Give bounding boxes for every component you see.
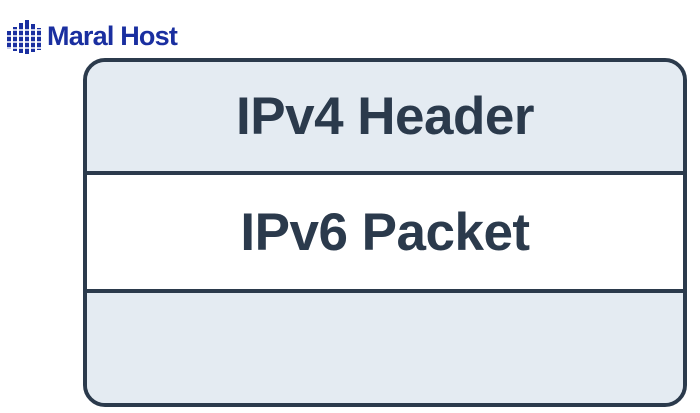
packet-encapsulation-diagram: IPv4 Header IPv6 Packet <box>83 58 687 407</box>
empty-bottom-layer <box>87 293 683 403</box>
ipv6-packet-layer: IPv6 Packet <box>87 175 683 293</box>
ipv4-header-label: IPv4 Header <box>236 87 534 146</box>
brand-logo: Maral Host <box>6 16 178 56</box>
server-rack-logo-icon <box>6 20 44 54</box>
ipv6-packet-label: IPv6 Packet <box>240 202 530 262</box>
ipv4-header-layer: IPv4 Header <box>87 62 683 175</box>
brand-name: Maral Host <box>47 21 178 51</box>
